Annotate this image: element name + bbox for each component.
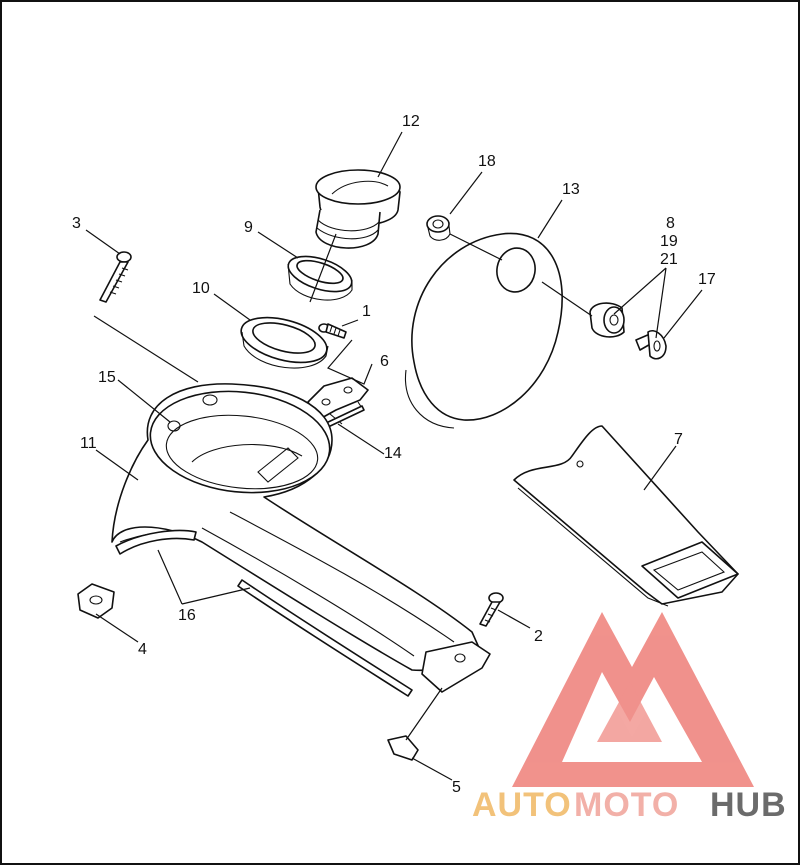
callout-9: 9 xyxy=(244,219,253,236)
callout-19: 19 xyxy=(660,233,678,250)
lock-cylinder-part-8 xyxy=(589,302,625,338)
callout-labels: 1 2 3 4 5 6 7 8 9 10 11 12 13 14 15 16 1… xyxy=(72,113,716,796)
callout-6: 6 xyxy=(380,353,389,370)
tab-bracket-part-5 xyxy=(387,641,491,761)
callout-15: 15 xyxy=(98,369,116,386)
callout-1: 1 xyxy=(362,303,371,320)
callout-5: 5 xyxy=(452,779,461,796)
nut-part-18 xyxy=(426,215,451,241)
screw-part-1 xyxy=(318,323,347,339)
logo-wordmark: AUTO MOTO HUB xyxy=(472,786,787,824)
callout-21: 21 xyxy=(660,251,678,268)
callout-14: 14 xyxy=(384,445,402,462)
callout-8: 8 xyxy=(666,215,675,232)
logo-emblem xyxy=(512,612,754,787)
callout-18: 18 xyxy=(478,153,496,170)
key-part-17 xyxy=(635,330,667,360)
logo-word-hub: HUB xyxy=(710,786,787,824)
callout-10: 10 xyxy=(192,280,210,297)
long-screw-part-3 xyxy=(99,251,132,303)
trim-strip-part-16 xyxy=(115,529,413,697)
callout-16: 16 xyxy=(178,607,196,624)
callout-13: 13 xyxy=(562,181,580,198)
gasket-ring-part-9 xyxy=(287,255,353,301)
fuel-cap-part-12 xyxy=(315,169,401,249)
pad-part-7 xyxy=(513,425,739,607)
callout-4: 4 xyxy=(138,641,147,658)
callout-2: 2 xyxy=(534,628,543,645)
callout-7: 7 xyxy=(674,431,683,448)
logo-word-moto: MOTO xyxy=(574,786,679,824)
leader-lines xyxy=(85,131,703,781)
callout-12: 12 xyxy=(402,113,420,130)
callout-17: 17 xyxy=(698,271,716,288)
filler-gasket-part-10 xyxy=(240,316,329,369)
screw-part-2 xyxy=(479,592,504,627)
callout-11: 11 xyxy=(80,435,97,452)
clip-nut-part-4 xyxy=(77,583,115,619)
logo-word-auto: AUTO xyxy=(472,786,572,824)
callout-3: 3 xyxy=(72,215,81,232)
console-housing-part-11 xyxy=(111,383,481,672)
cover-panel-part-13 xyxy=(404,232,563,429)
